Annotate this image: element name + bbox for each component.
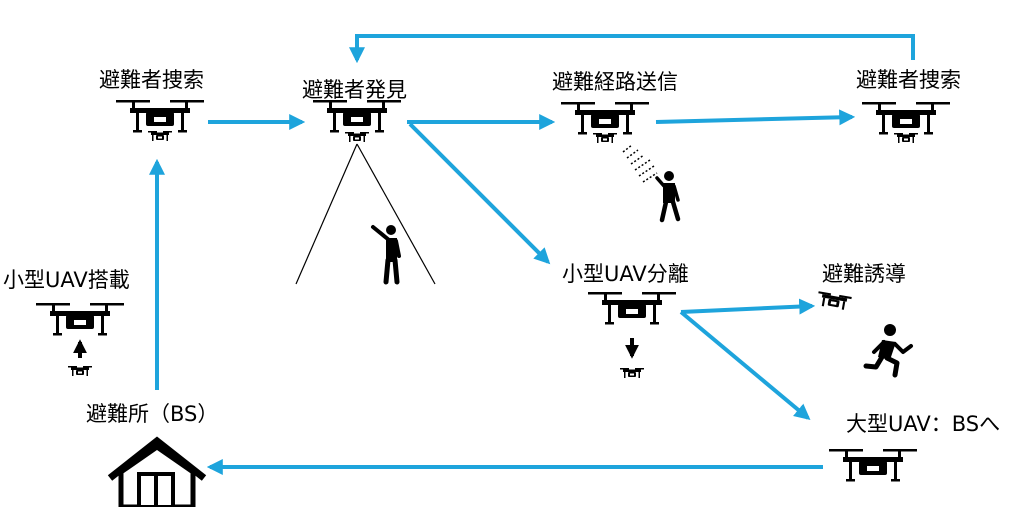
label-guide: 避難誘導 [822, 262, 906, 286]
drone-icon [561, 102, 649, 135]
arrow-found-to-separation [408, 122, 551, 265]
arrow-route-to-search [655, 109, 856, 126]
small-drone-icon [620, 368, 644, 378]
small-drone-icon [816, 291, 852, 311]
arrow-separation-to-large [679, 310, 811, 421]
small-drone-icon [345, 132, 369, 142]
small-drone-icon [68, 366, 92, 376]
arrow-separation-to-guide [680, 298, 816, 315]
camera-view-cone [295, 143, 436, 285]
drone-icon [829, 449, 917, 482]
person-icon [371, 225, 401, 285]
drone-icon [862, 102, 950, 135]
small-drone-icon [894, 133, 918, 143]
flow-arrows [149, 34, 915, 475]
drone-icon [116, 100, 204, 133]
small-drone-icon [148, 131, 172, 141]
label-route-send: 避難経路送信 [552, 70, 678, 94]
drone-icon [36, 303, 124, 336]
signal-waves-icon [622, 144, 658, 183]
label-shelter: 避難所（BS） [86, 402, 219, 426]
label-small-separation: 小型UAV分離 [562, 262, 689, 286]
arrow-loop-back-to-found [349, 34, 915, 64]
person-icon [655, 171, 681, 223]
label-search-left: 避難者捜索 [99, 68, 204, 92]
label-search-right: 避難者捜索 [856, 68, 961, 92]
label-large-to-bs: 大型UAV：BSへ [846, 412, 1001, 436]
drone-icon [313, 100, 401, 133]
small-drone-icon [593, 133, 617, 143]
house-icon [107, 436, 207, 507]
running-person-icon [863, 324, 913, 378]
drone-icon [588, 292, 676, 325]
label-found: 避難者発見 [302, 78, 407, 102]
label-small-load: 小型UAV搭載 [3, 268, 130, 292]
